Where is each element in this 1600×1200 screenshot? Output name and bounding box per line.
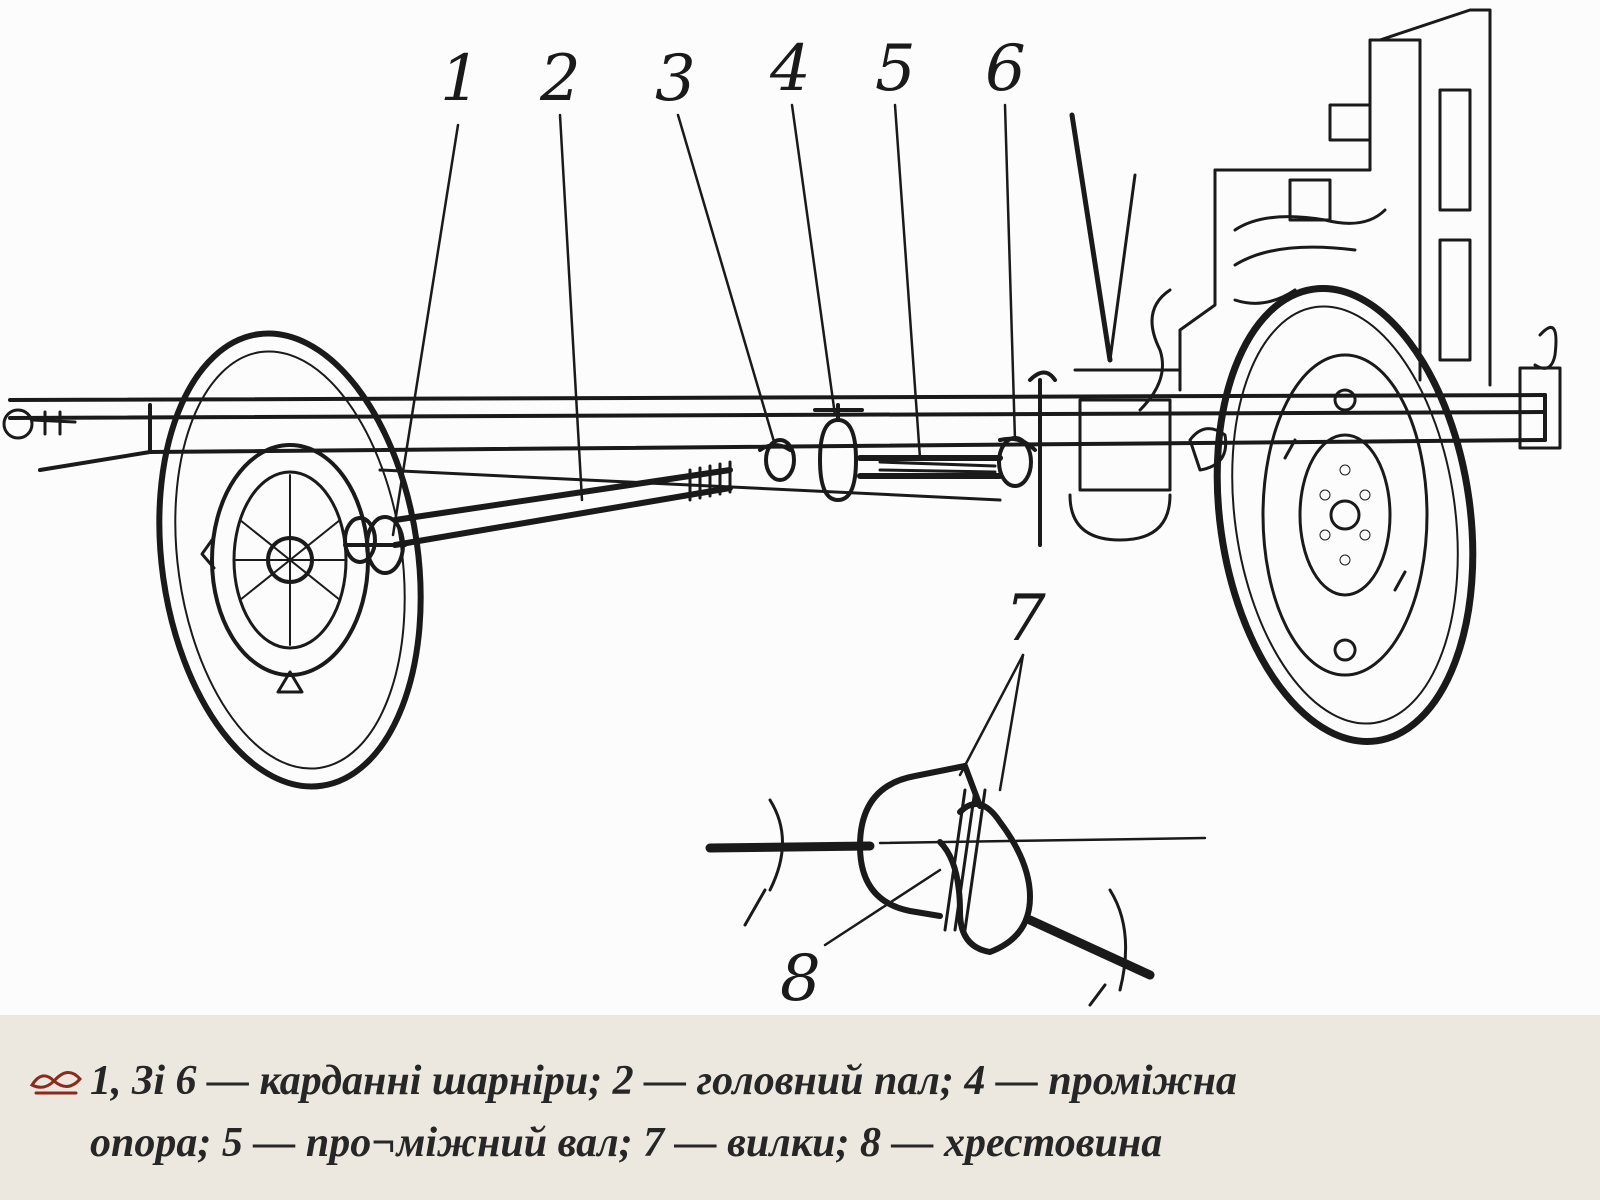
caption-bar: 1, Зі 6 — карданні шарніри; 2 — головний… <box>0 1015 1600 1200</box>
intermediate-support <box>813 403 864 502</box>
chassis-frame <box>8 326 1562 502</box>
universal-joint-detail <box>705 763 1207 1007</box>
gear-levers <box>1069 112 1137 363</box>
front-wheel <box>1213 285 1477 745</box>
callout-6: 6 <box>985 32 1026 106</box>
main-drive-shaft <box>392 460 733 548</box>
ornament-bullet-icon <box>29 1071 82 1095</box>
diagram-svg: 1 2 3 4 5 6 7 8 <box>2 8 1562 1015</box>
caption-line-1: 1, Зі 6 — карданні шарніри; 2 — головний… <box>90 1058 1237 1104</box>
callout-1: 1 <box>440 42 481 116</box>
intermediate-shaft <box>857 455 1003 479</box>
callout-4: 4 <box>769 32 811 106</box>
engine-block <box>1073 8 1492 412</box>
callout-8: 8 <box>780 942 821 1015</box>
figure-caption: 1, Зі 6 — карданні шарніри; 2 — головний… <box>90 1050 1570 1174</box>
callout-3: 3 <box>655 42 696 116</box>
cardan-joint-1 <box>343 515 407 575</box>
tow-hook <box>2 408 77 440</box>
transfer-case <box>1038 378 1228 542</box>
callout-labels: 1 2 3 4 5 6 7 8 <box>440 32 1046 1015</box>
caption-line-2: опора; 5 — про¬міжний вал; 7 — вилки; 8 … <box>90 1120 1163 1166</box>
leader-lines <box>391 103 1025 947</box>
cardan-drive-diagram: 1 2 3 4 5 6 7 8 <box>2 8 1562 1015</box>
callout-2: 2 <box>539 42 581 116</box>
callout-5: 5 <box>875 32 916 106</box>
cardan-joint-3 <box>758 438 796 482</box>
callout-7: 7 <box>1005 582 1046 656</box>
